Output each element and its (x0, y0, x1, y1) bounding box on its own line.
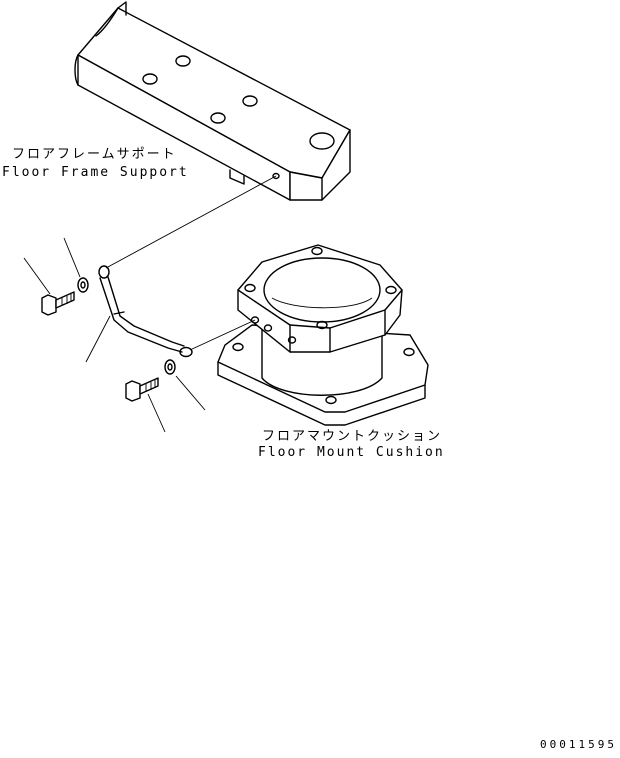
bolt-lower (125, 377, 159, 402)
washer-upper (77, 277, 89, 293)
mount-cushion-label-en: Floor Mount Cushion (258, 445, 445, 460)
frame-support-label-en: Floor Frame Support (2, 165, 189, 180)
floor-frame-support (74, 1, 351, 201)
washer-lower (164, 359, 176, 375)
ground-cable (98, 265, 193, 358)
frame-support-label-jp: フロアフレームサポート (12, 147, 177, 162)
leader-lines (23, 237, 206, 433)
mount-cushion-label-jp: フロアマウントクッション (262, 429, 442, 444)
drawing-code: 00011595 (540, 738, 617, 751)
bolt-upper (41, 291, 75, 316)
connection-lines (105, 175, 277, 351)
floor-mount-cushion (217, 244, 429, 426)
